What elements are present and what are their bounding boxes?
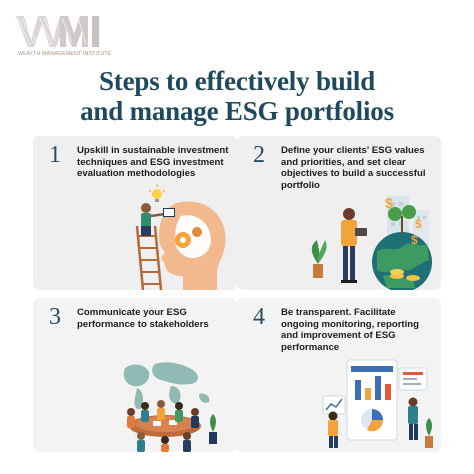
logo-tagline-wealth: WEALTH xyxy=(18,51,43,57)
head-with-ladder-illustration-icon xyxy=(135,184,226,290)
step-card-3: 3 Communicate your ESG performance to st… xyxy=(33,298,237,452)
step-card-1: 1 Upskill in sustainable investment tech… xyxy=(33,136,237,290)
logo-tagline: WEALTH MANAGEMENT INSTITUTE xyxy=(18,51,111,57)
title-line-2: and manage ESG portfolios xyxy=(80,96,394,126)
world-map-meeting-illustration-icon xyxy=(123,362,217,452)
dashboard-reports-illustration-icon xyxy=(322,359,433,448)
dollar-sign-icon: $ xyxy=(385,195,393,211)
money-tree-globe-illustration-icon: $ $ $ xyxy=(311,195,432,290)
step-text-4: Be transparent. Facilitate ongoing monit… xyxy=(281,307,420,353)
wmi-logo: WEALTH MANAGEMENT INSTITUTE xyxy=(16,14,126,64)
svg-text:$: $ xyxy=(411,233,418,247)
step-text-2: Define your clients' ESG values and prio… xyxy=(281,145,426,191)
svg-text:$: $ xyxy=(415,217,422,231)
page-title: Steps to effectively build and manage ES… xyxy=(0,66,474,126)
step-number-2: 2 xyxy=(253,142,265,168)
step-number-3: 3 xyxy=(49,304,61,330)
step-text-3: Communicate your ESG performance to stak… xyxy=(77,307,209,330)
step-card-4: 4 Be transparent. Facilitate ongoing mon… xyxy=(237,298,441,452)
step-text-1: Upskill in sustainable investment techni… xyxy=(77,145,229,180)
step-card-2: $ $ $ 2 Define your clients' ESG values … xyxy=(237,136,441,290)
step-number-1: 1 xyxy=(49,142,61,168)
logo-tagline-institute: MANAGEMENT INSTITUTE xyxy=(42,51,112,57)
wmi-logo-mark-icon xyxy=(16,16,99,47)
title-line-1: Steps to effectively build xyxy=(98,66,376,96)
step-number-4: 4 xyxy=(253,304,265,330)
